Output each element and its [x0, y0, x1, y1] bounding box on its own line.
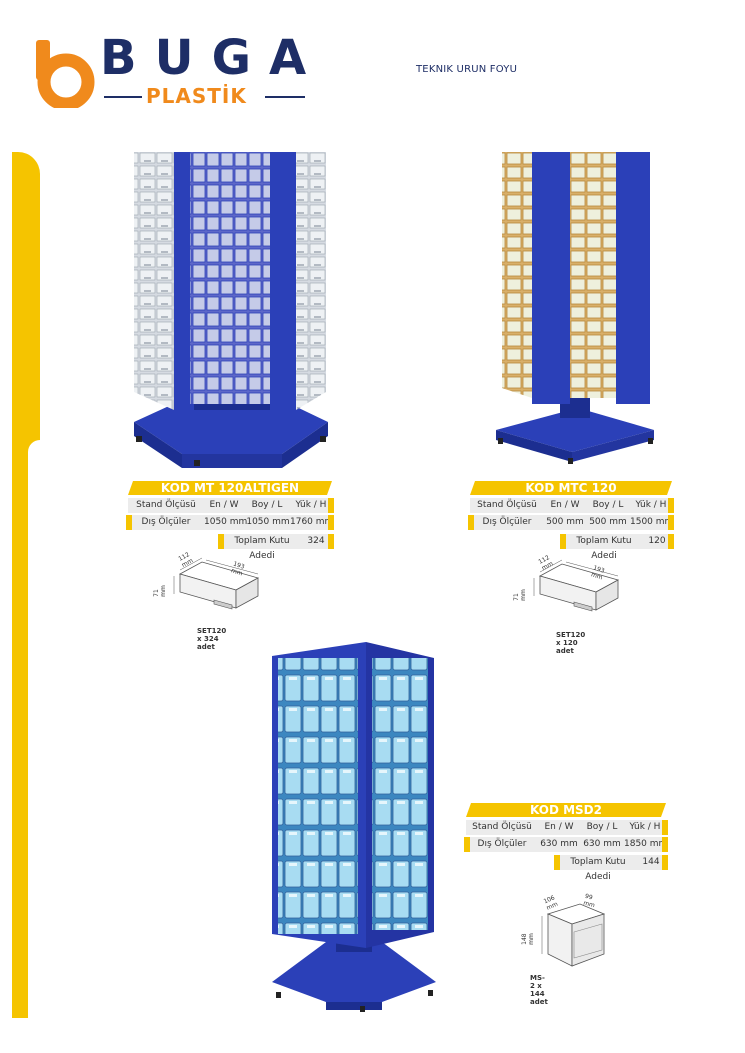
spec-value-height: 1760 mm: [290, 517, 334, 527]
spec-value-row: Dış Ölçüler 630 mm 630 mm 1850 mm: [464, 837, 668, 852]
spec-header-row: Stand Ölçüsü En / W Boy / L Yük / H: [466, 820, 668, 835]
spec-header-height: Yük / H: [629, 822, 661, 832]
total-label: Toplam Kutu Adedi: [234, 536, 290, 561]
total-tab: [328, 534, 334, 549]
spec-value-row: Dış Ölçüler 500 mm 500 mm 1500 mm: [468, 515, 674, 530]
hexagonal-stand-image: [134, 152, 328, 468]
total-label: Toplam Kutu Adedi: [570, 857, 626, 882]
spec-header-stand: Stand Ölçüsü: [136, 500, 196, 510]
spec-header-length: Boy / L: [592, 500, 624, 510]
brand-divider-right: [265, 96, 305, 98]
spec-header-length: Boy / L: [251, 500, 283, 510]
storage-box-drawing: [541, 903, 606, 967]
product-code-bar: KOD MTC 120: [470, 481, 672, 495]
row-cap: [468, 515, 474, 530]
row-cap: [328, 515, 334, 530]
spec-header-height: Yük / H: [635, 500, 667, 510]
box-dim-height: 148 mm: [520, 933, 535, 945]
product-code-bar: KOD MSD2: [466, 803, 666, 817]
document-title: TEKNIK URUN FOYU: [416, 64, 518, 75]
storage-box-drawing: [533, 559, 620, 612]
total-tab: [554, 855, 560, 870]
row-cap: [662, 837, 668, 852]
total-tab: [560, 534, 566, 549]
spec-header-row: Stand Ölçüsü En / W Boy / L Yük / H: [470, 498, 674, 513]
spec-header-stand: Stand Ölçüsü: [477, 500, 537, 510]
two-sided-stand-image: [272, 642, 436, 1012]
spec-value-height: 1850 mm: [624, 839, 668, 849]
spec-value-length: 500 mm: [589, 517, 627, 527]
row-cap: [464, 837, 470, 852]
side-accent-notch: [28, 440, 40, 1018]
spec-header-length: Boy / L: [586, 822, 618, 832]
box-dim-height: 71 mm: [512, 589, 527, 601]
total-value: 144: [642, 857, 660, 867]
total-box-row: Toplam Kutu Adedi 324: [218, 534, 334, 561]
total-tab: [668, 534, 674, 549]
spec-value-width: 500 mm: [546, 517, 584, 527]
row-cap: [668, 515, 674, 530]
total-box-row: Toplam Kutu Adedi 144: [554, 855, 668, 882]
four-sided-stand-image: [496, 152, 654, 464]
brand-divider-left: [104, 96, 142, 98]
spec-value-length: 1050 mm: [246, 517, 290, 527]
set-label: SET120 x 120 adet: [556, 631, 586, 655]
buga-logo-b-icon: [36, 40, 95, 108]
box-dim-height: 71 mm: [152, 585, 167, 597]
spec-row-label: Dış Ölçüler: [141, 517, 191, 527]
total-tab: [662, 855, 668, 870]
spec-header-stand: Stand Ölçüsü: [472, 822, 532, 832]
brand-subtitle: PLASTİK: [146, 84, 247, 108]
spec-value-length: 630 mm: [583, 839, 621, 849]
row-cap: [126, 515, 132, 530]
total-value: 324: [307, 536, 325, 546]
storage-box-drawing: [173, 557, 260, 610]
spec-value-width: 1050 mm: [204, 517, 248, 527]
set-label: SET120 x 324 adet: [197, 627, 227, 651]
row-cap: [662, 820, 668, 835]
spec-header-height: Yük / H: [295, 500, 327, 510]
spec-header-width: En / W: [544, 822, 574, 832]
spec-header-width: En / W: [550, 500, 580, 510]
total-value: 120: [648, 536, 666, 546]
spec-value-height: 1500 mm: [630, 517, 674, 527]
spec-row-label: Dış Ölçüler: [477, 839, 527, 849]
total-tab: [218, 534, 224, 549]
brand-name: BUGA: [100, 30, 325, 86]
row-cap: [668, 498, 674, 513]
total-label: Toplam Kutu Adedi: [576, 536, 632, 561]
row-cap: [328, 498, 334, 513]
spec-value-width: 630 mm: [540, 839, 578, 849]
product-code-bar: KOD MT 120ALTIGEN: [128, 481, 332, 495]
spec-row-label: Dış Ölçüler: [482, 517, 532, 527]
total-box-row: Toplam Kutu Adedi 120: [560, 534, 674, 561]
set-label: MS-2 x 144 adet: [530, 974, 548, 1006]
spec-value-row: Dış Ölçüler 1050 mm 1050 mm 1760 mm: [126, 515, 334, 530]
spec-header-width: En / W: [209, 500, 239, 510]
spec-header-row: Stand Ölçüsü En / W Boy / L Yük / H: [128, 498, 334, 513]
